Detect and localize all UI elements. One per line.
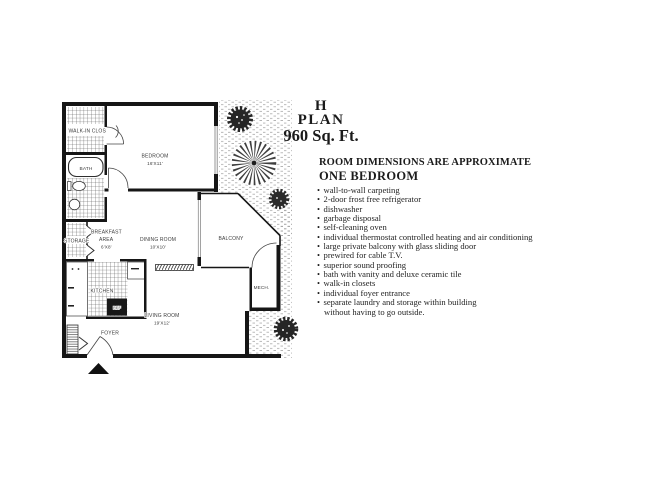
- feature-continuation: without having to go outside.: [324, 306, 425, 317]
- room-label-dining: DINING ROOM: [140, 237, 176, 243]
- room-divider: [155, 264, 249, 271]
- entrance-marker-icon: [88, 363, 109, 374]
- bath-fixtures: [67, 156, 104, 211]
- plan-word: PLAN: [297, 112, 345, 128]
- heading: ROOM DIMENSIONS ARE APPROXIMATE ONE BEDR…: [319, 157, 599, 183]
- feature-item: individual foyer entrance: [317, 288, 617, 298]
- feature-item: separate laundry and storage within buil…: [317, 297, 617, 307]
- plan-type: ONE BEDROOM: [319, 169, 419, 183]
- feature-item: prewired for cable T.V.: [317, 251, 617, 261]
- bush-icon: [227, 106, 253, 132]
- room-label-walk-in-closet: WALK-IN CLOS: [69, 129, 107, 135]
- feature-item: self-cleaning oven: [317, 223, 617, 233]
- door-swings: [86, 125, 277, 356]
- feature-list: wall-to-wall carpeting2-door frost free …: [317, 185, 617, 307]
- plan-letter: H: [314, 98, 328, 114]
- refrigerator: [107, 298, 127, 316]
- room-label-breakfast-area: AREA: [99, 237, 114, 243]
- bathtub: [67, 156, 104, 178]
- bush-icon: [268, 188, 290, 210]
- room-dim-living: 19'X12': [154, 321, 170, 326]
- feature-item: bath with vanity and deluxe ceramic tile: [317, 269, 617, 279]
- room-label-storage: STORAGE: [64, 239, 90, 245]
- room-dim-bedroom: 16'X11': [147, 161, 163, 166]
- room-dim-dining: 10'X10': [150, 245, 166, 250]
- feature-item: wall-to-wall carpeting: [317, 185, 617, 195]
- bifold-door-chevrons: [78, 225, 95, 351]
- feature-item: 2-door frost free refrigerator: [317, 194, 617, 204]
- floor-plan: REF: [62, 100, 299, 374]
- plan-title: H PLAN 960 Sq. Ft.: [261, 98, 381, 145]
- room-label-balcony: BALCONY: [219, 236, 244, 242]
- feature-item: dishwasher: [317, 204, 617, 214]
- dimensions-note: ROOM DIMENSIONS ARE APPROXIMATE: [319, 157, 532, 168]
- room-label-living: LIVING ROOM: [145, 313, 180, 319]
- plan-sqft: 960 Sq. Ft.: [283, 126, 359, 145]
- sliding-glass-door: [197, 200, 202, 257]
- tiled-floors: [66, 107, 128, 356]
- refrigerator-label: REF: [113, 306, 121, 310]
- room-label-mech: MECH.: [254, 285, 270, 290]
- toilet: [72, 180, 86, 191]
- room-label-breakfast: BREAKFAST: [91, 230, 122, 236]
- feature-item: walk-in closets: [317, 279, 617, 289]
- room-label-kitchen: KITCHEN: [91, 289, 114, 295]
- walls: [62, 102, 281, 358]
- sink: [68, 198, 81, 211]
- room-label-bath: BATH: [79, 166, 92, 172]
- tree-icon: [231, 140, 277, 186]
- feature-item: superior sound proofing: [317, 260, 617, 270]
- room-label-bedroom: BEDROOM: [142, 154, 169, 160]
- feature-item: individual thermostat controlled heating…: [317, 232, 617, 242]
- room-label-foyer: FOYER: [101, 331, 119, 337]
- balcony-walls: [201, 192, 281, 246]
- kitchen-fixtures: REF: [66, 261, 145, 317]
- bedroom-window: [214, 126, 218, 174]
- feature-item: large private balcony with glass sliding…: [317, 241, 617, 251]
- landscaping-ground: [219, 100, 292, 358]
- feature-item: garbage disposal: [317, 213, 617, 223]
- room-dim-breakfast: 6'X8': [101, 245, 112, 250]
- bush-icon: [273, 316, 299, 342]
